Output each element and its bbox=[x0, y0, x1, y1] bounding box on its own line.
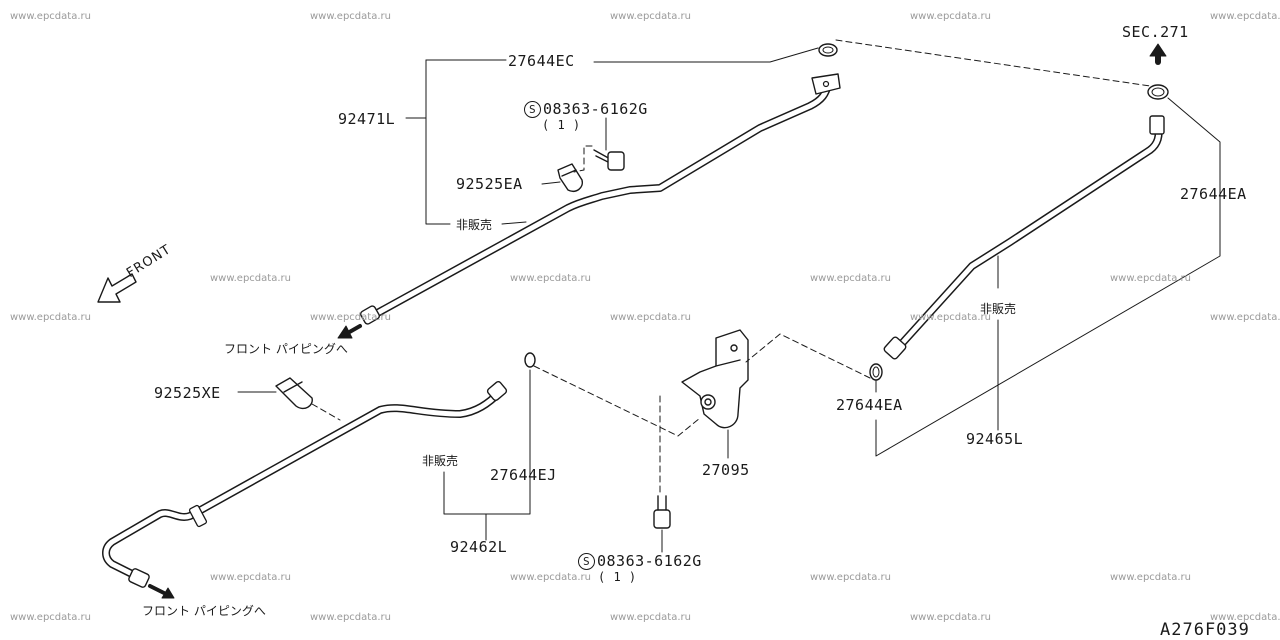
leader-lines bbox=[237, 47, 1221, 553]
pipe-92471l bbox=[359, 73, 841, 325]
watermark: www.epcdata.ru bbox=[910, 312, 991, 323]
watermark: www.epcdata.ru bbox=[310, 612, 391, 623]
part-label-27644ea-top: 27644EA bbox=[1180, 185, 1247, 203]
part-label-92525xe: 92525XE bbox=[154, 384, 221, 402]
part-label-92471l: 92471L bbox=[338, 110, 396, 128]
watermark: www.epcdata.ru bbox=[610, 11, 691, 22]
part-label-92462l: 92462L bbox=[450, 538, 508, 556]
bolt-top bbox=[593, 149, 625, 171]
watermark: www.epcdata.ru bbox=[1210, 312, 1280, 323]
arrow-sec271 bbox=[1149, 43, 1167, 65]
not-for-sale-label: 非販売 bbox=[980, 302, 1017, 316]
watermark: www.epcdata.ru bbox=[1210, 11, 1280, 22]
watermark: www.epcdata.ru bbox=[810, 273, 891, 284]
watermark: www.epcdata.ru bbox=[1110, 273, 1191, 284]
section-reference: SEC.271 bbox=[1122, 23, 1189, 41]
seal-27644ea-mid bbox=[869, 363, 883, 381]
seal-27644ea-top bbox=[1147, 84, 1169, 100]
part-label-27644ea-mid: 27644EA bbox=[836, 396, 903, 414]
not-for-sale-label: 非販売 bbox=[422, 454, 459, 468]
part-label-27644ej: 27644EJ bbox=[490, 466, 557, 484]
not-for-sale-label: 非販売 bbox=[456, 218, 493, 232]
diagram-code: A276F039 bbox=[1160, 620, 1250, 640]
watermark: www.epcdata.ru bbox=[810, 572, 891, 583]
dashed-connections bbox=[311, 39, 1151, 495]
pipe-92462l bbox=[102, 381, 508, 588]
watermark: www.epcdata.ru bbox=[510, 572, 591, 583]
s-symbol-icon: S bbox=[524, 101, 541, 118]
watermark: www.epcdata.ru bbox=[610, 612, 691, 623]
watermark: www.epcdata.ru bbox=[1210, 612, 1280, 623]
s-symbol-icon: S bbox=[578, 553, 595, 570]
watermark: www.epcdata.ru bbox=[310, 312, 391, 323]
watermark: www.epcdata.ru bbox=[610, 312, 691, 323]
part-label-27095: 27095 bbox=[702, 461, 750, 479]
seal-27644ej bbox=[524, 352, 536, 368]
part-qty-bolt-top: ( 1 ) bbox=[542, 118, 581, 132]
clip-92525xe bbox=[275, 377, 313, 410]
part-label-92525ea: 92525EA bbox=[456, 175, 523, 193]
part-label-27644ec: 27644EC bbox=[508, 52, 575, 70]
watermark: www.epcdata.ru bbox=[210, 273, 291, 284]
seal-27644ec bbox=[818, 43, 838, 57]
watermark: www.epcdata.ru bbox=[10, 11, 91, 22]
watermark: www.epcdata.ru bbox=[510, 273, 591, 284]
front-direction-arrow bbox=[97, 273, 137, 303]
clip-92525ea bbox=[557, 163, 583, 192]
watermark: www.epcdata.ru bbox=[910, 11, 991, 22]
watermark: www.epcdata.ru bbox=[10, 612, 91, 623]
pipe-92465l bbox=[883, 115, 1165, 360]
bolt-bottom bbox=[653, 495, 671, 529]
part-label-92465l: 92465L bbox=[966, 430, 1024, 448]
arrow-to-front-piping-2 bbox=[148, 584, 175, 599]
watermark: www.epcdata.ru bbox=[910, 612, 991, 623]
bracket-27095 bbox=[681, 329, 749, 429]
front-piping-note: フロント パイピングへ bbox=[224, 342, 348, 356]
watermark: www.epcdata.ru bbox=[1110, 572, 1191, 583]
arrow-to-front-piping-1 bbox=[337, 324, 362, 339]
watermark: www.epcdata.ru bbox=[210, 572, 291, 583]
part-qty-bolt-bottom: ( 1 ) bbox=[598, 570, 637, 584]
front-piping-note: フロント パイピングへ bbox=[142, 604, 266, 618]
watermark: www.epcdata.ru bbox=[10, 312, 91, 323]
watermark: www.epcdata.ru bbox=[310, 11, 391, 22]
